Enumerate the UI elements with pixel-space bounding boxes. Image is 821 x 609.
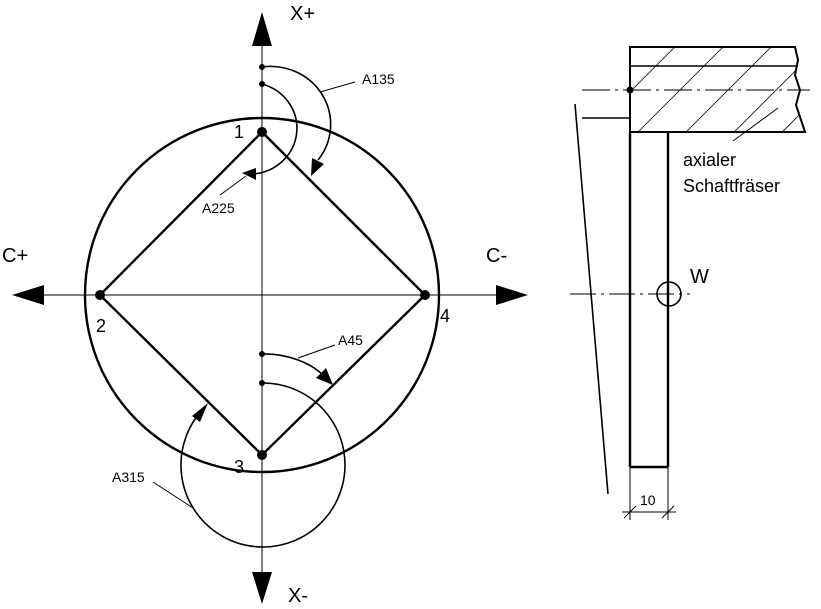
point-2-dot (95, 290, 105, 300)
arc-a225 (253, 83, 298, 175)
arc-a45-arrowhead (316, 368, 333, 385)
arc-a45 (261, 353, 327, 379)
label-c-minus: C- (486, 245, 507, 267)
leader-a315 (152, 481, 194, 509)
label-c-plus: C+ (2, 245, 28, 267)
x-plus-arrow (252, 12, 272, 46)
label-point-2: 2 (96, 316, 106, 336)
taper-line (574, 103, 609, 495)
label-tool-line2: Schaftfräser (683, 176, 780, 196)
label-x-plus: X+ (290, 3, 315, 25)
arc-a225-arrowhead (242, 168, 256, 180)
point-3-dot (257, 450, 267, 460)
c-minus-arrow (496, 285, 528, 305)
label-x-minus: X- (288, 585, 308, 607)
side-view: axialer Schaftfräser W 10 (570, 46, 810, 520)
label-a225: A225 (202, 200, 235, 216)
workpiece-point-circle (656, 281, 682, 307)
point-1-dot (257, 127, 267, 137)
dim-tick-left (623, 505, 637, 519)
leader-a135 (319, 81, 356, 93)
label-dimension: 10 (640, 492, 656, 508)
label-a315: A315 (112, 469, 145, 485)
leader-a225 (219, 175, 247, 196)
dim-tick-right (661, 505, 675, 519)
front-view: X+ X- C+ C- 1 2 3 4 A135 A225 A45 A315 (2, 3, 528, 607)
arc-a135 (261, 65, 332, 161)
x-minus-arrow (252, 572, 272, 604)
label-tool-line1: axialer (683, 150, 736, 170)
arc-a315 (180, 382, 346, 548)
label-point-1: 1 (234, 122, 244, 142)
label-workpiece-point: W (690, 266, 709, 288)
leader-tool (732, 107, 779, 142)
leader-a45 (297, 344, 336, 359)
label-point-3: 3 (234, 457, 244, 477)
label-a135: A135 (362, 71, 395, 87)
label-point-4: 4 (440, 306, 450, 326)
c-plus-arrow (12, 285, 44, 305)
arc-a315-arrowhead (192, 403, 208, 422)
tool-center-dot (626, 86, 634, 94)
point-4-dot (420, 290, 430, 300)
label-a45: A45 (338, 332, 363, 348)
arc-a135-arrowhead (311, 158, 324, 176)
